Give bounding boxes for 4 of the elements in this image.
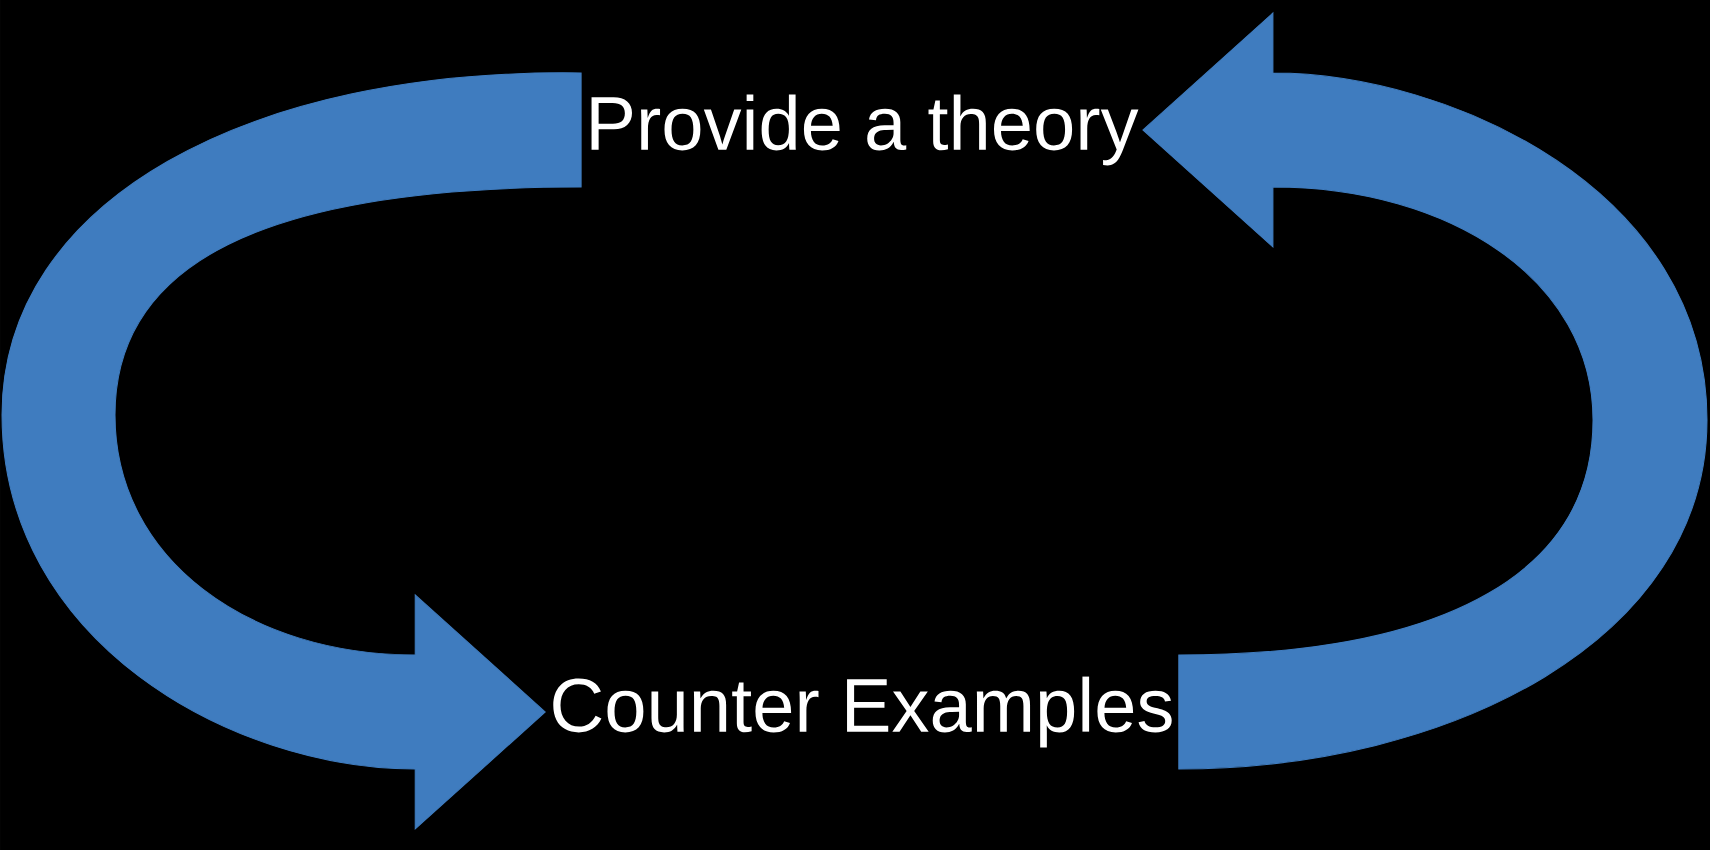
curved-arrow bbox=[1142, 12, 1708, 770]
cycle-label: Provide a theory bbox=[591, 94, 1139, 166]
curved-arrow bbox=[1, 72, 582, 830]
cycle-label: Counter Examples bbox=[553, 676, 1172, 748]
